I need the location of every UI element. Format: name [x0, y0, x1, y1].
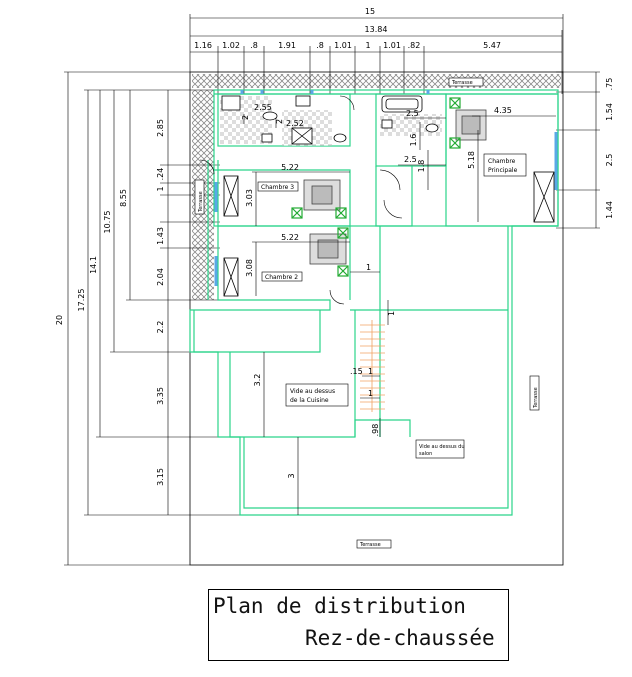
doors [199, 95, 403, 305]
chambre3-label-box [257, 181, 299, 192]
terrace-bottom-box [356, 539, 392, 549]
dim-top-seg-0: 1.16 [194, 41, 212, 50]
dim-right-seg-0: .75 [605, 78, 614, 91]
room-vide-salon-l2: salon [419, 451, 432, 457]
windows [214, 90, 558, 286]
dim-top-seg-3: 1.91 [278, 41, 296, 50]
dim-3-2: 3.2 [253, 374, 262, 387]
dim-left-seg-3: 1.43 [156, 227, 165, 245]
dim-right-seg-2: 2.5 [605, 154, 614, 167]
right-dimensions [556, 71, 600, 229]
title-block: Plan de distribution Rez-de-chaussée [208, 589, 509, 661]
dim-top-seg-9: 5.47 [483, 41, 501, 50]
dim-left-seg-4: 2.04 [156, 268, 165, 286]
terrace-top-hatch [192, 74, 561, 88]
terrace-left-label: Terrasse [198, 191, 204, 213]
dim-1-6: 1.6 [409, 134, 418, 147]
dim-0-98: .98 [371, 424, 380, 437]
room-chambre-3: Chambre 3 [261, 184, 294, 191]
dim-5-22-a: 5.22 [281, 163, 299, 172]
terrace-left-box [194, 179, 205, 215]
cuisine-label-box [285, 383, 349, 407]
room-vide-salon-l1: Vide au dessus du [419, 444, 465, 450]
staircase [360, 320, 385, 412]
dim-height-8-55: 8.55 [119, 189, 128, 207]
terrace-bottom-label: Terrasse [359, 542, 381, 548]
bath-fixtures [221, 95, 555, 297]
dim-top-seg-4: .8 [316, 41, 324, 50]
dim-top-seg-1: 1.02 [222, 41, 240, 50]
dim-height-10-75: 10.75 [103, 211, 112, 234]
dim-2-b: 2 [275, 119, 284, 124]
terrace-top-label: Terrasse [451, 80, 473, 86]
terrace-right-box [529, 375, 540, 411]
dim-1-8: 1.8 [417, 160, 426, 173]
dim-2-55: 2.55 [254, 103, 272, 112]
terrace-right-label: Terrasse [533, 387, 539, 409]
dim-4-35: 4.35 [494, 106, 512, 115]
dim-overall-width: 15 [365, 7, 375, 16]
room-vide-cuisine-l2: de la Cuisine [290, 397, 329, 404]
dim-1-b: 1 [387, 311, 396, 316]
furniture-markers [291, 97, 461, 277]
dim-2-5-b: 2.5 [404, 155, 417, 164]
dim-height-17-25: 17.25 [77, 289, 86, 312]
plan-title-line-2: Rez-de-chaussée [305, 626, 495, 650]
dim-right-seg-1: 1.54 [605, 103, 614, 121]
chambre2-label-box [261, 271, 303, 282]
dim-top-seg-7: 1.01 [383, 41, 401, 50]
interior-dim-lines [243, 114, 556, 515]
top-dimensions [189, 14, 564, 94]
terrace-top-box [448, 77, 484, 87]
dim-height-14-1: 14.1 [89, 256, 98, 274]
dim-1-d: 1 [368, 389, 373, 398]
dim-2-52: 2.52 [286, 119, 304, 128]
dim-overall-height: 20 [55, 315, 64, 325]
dim-5-22-b: 5.22 [281, 233, 299, 242]
dim-top-seg-8: .82 [408, 41, 421, 50]
dim-top-seg-2: .8 [250, 41, 258, 50]
dim-2-a: 2 [241, 115, 250, 120]
room-chambre-principale-l1: Chambre [488, 158, 516, 165]
dim-3-08: 3.08 [245, 259, 254, 277]
dim-0-15: .15 [350, 367, 363, 376]
walls [189, 89, 559, 516]
dim-left-seg-5: 2.2 [156, 321, 165, 334]
room-chambre-2: Chambre 2 [265, 274, 298, 281]
dim-top-seg-6: 1 [365, 41, 370, 50]
dim-3: 3 [287, 473, 296, 478]
dim-1-a: 1 [366, 263, 371, 272]
plan-title-line-1: Plan de distribution [213, 594, 466, 618]
bathroom-tiles-3 [380, 114, 442, 136]
dim-3-03: 3.03 [245, 189, 254, 207]
beds [303, 109, 487, 265]
principale-label-box [483, 153, 527, 177]
dim-left-seg-0: 2.85 [156, 119, 165, 137]
dim-right-seg-3: 1.44 [605, 201, 614, 219]
dim-top-seg-5: 1.01 [334, 41, 352, 50]
dim-1-c: 1 [368, 367, 373, 376]
dim-5-18: 5.18 [467, 151, 476, 169]
dim-2-5-a: 2.5 [406, 109, 419, 118]
room-vide-cuisine-l1: Vide au dessus [290, 388, 335, 395]
dim-left-seg-6: 3.35 [156, 387, 165, 405]
dim-second-width: 13.84 [365, 25, 388, 34]
dim-left-seg-1: .24 [156, 168, 165, 181]
salon-label-box [415, 439, 465, 459]
dim-left-seg-7: 3.15 [156, 468, 165, 486]
dim-left-seg-2: 1 [156, 186, 165, 191]
room-chambre-principale-l2: Principale [488, 167, 518, 174]
